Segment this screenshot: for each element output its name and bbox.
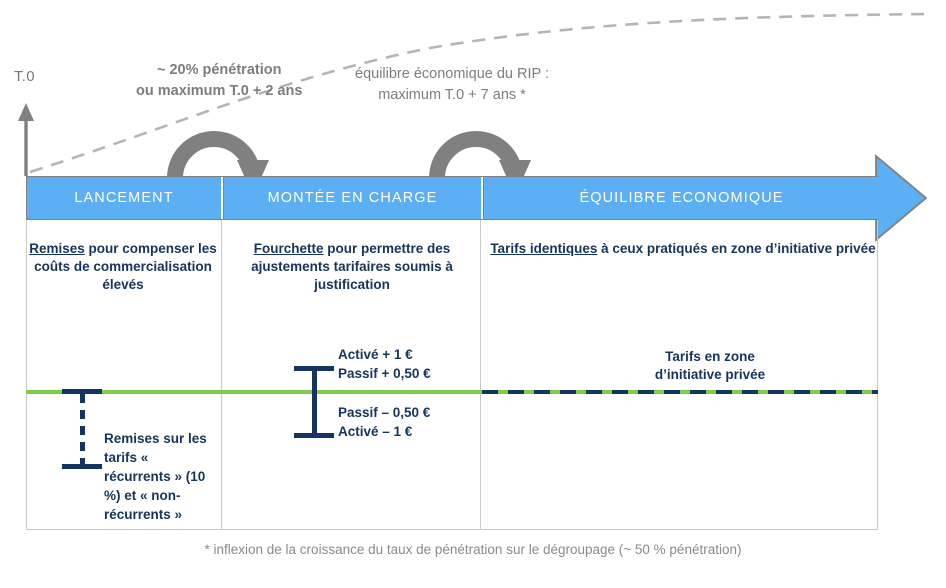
column-text-lancement-keyword: Remises: [29, 241, 85, 256]
column-text-lancement: Remises pour compenser les coûts de comm…: [28, 240, 218, 295]
callout-equilibrium: équilibre économique du RIP : maximum T.…: [355, 64, 549, 106]
phase-label-montee-en-charge: MONTÉE EN CHARGE: [267, 190, 438, 206]
bracket-stem: [311, 392, 317, 433]
callout-penetration-line1: ~ 20% pénétration: [156, 62, 282, 78]
bracket-stem: [79, 394, 85, 464]
phase-segment-montee-en-charge[interactable]: MONTÉE EN CHARGE: [223, 177, 481, 219]
price-above-line1: Activé + 1 €: [338, 347, 413, 362]
callout-equilibrium-line1: équilibre économique du RIP :: [355, 66, 549, 82]
phase-segment-equilibre-economique[interactable]: ÉQUILIBRE ECONOMIQUE: [483, 177, 879, 219]
bracket-cap-bottom: [294, 433, 334, 438]
price-below-line1: Passif – 0,50 €: [338, 405, 431, 420]
bracket-montee-lower: [294, 392, 334, 438]
green-reference-line: [26, 390, 878, 394]
baseline-label-line1: Tarifs en zone: [665, 349, 755, 364]
column-text-montee: Fourchette pour permettre des ajustement…: [230, 240, 474, 295]
price-range-above: Activé + 1 € Passif + 0,50 €: [338, 346, 431, 384]
price-above-line2: Passif + 0,50 €: [338, 365, 431, 381]
axis-origin-label: T.0: [14, 68, 35, 85]
phase-label-lancement: LANCEMENT: [74, 190, 174, 206]
price-below-line2: Activé – 1 €: [338, 423, 413, 439]
bracket-lancement-discount: [62, 389, 102, 469]
bracket-label-lancement: Remises sur les tarifs « récurrents » (1…: [104, 431, 207, 522]
phase-segment-lancement[interactable]: LANCEMENT: [27, 177, 221, 219]
column-text-equilibre: Tarifs identiques à ceux pratiqués en zo…: [489, 240, 877, 258]
baseline-label-equilibre: Tarifs en zone d’initiative privée: [600, 348, 820, 384]
column-text-equilibre-keyword: Tarifs identiques: [490, 241, 598, 256]
up-arrow-icon: [18, 103, 34, 176]
navy-dashed-price-line: [482, 390, 878, 394]
phase-band: LANCEMENT MONTÉE EN CHARGE ÉQUILIBRE ECO…: [26, 176, 879, 220]
callout-equilibrium-line2: maximum T.0 + 7 ans *: [378, 87, 526, 104]
content-frame: [26, 220, 878, 530]
column-text-equilibre-rest: à ceux pratiqués en zone d’initiative pr…: [597, 241, 876, 256]
column-divider-2: [480, 220, 481, 530]
column-divider-1: [221, 220, 222, 530]
phase-label-equilibre-economique: ÉQUILIBRE ECONOMIQUE: [579, 190, 784, 206]
column-text-montee-rest: pour permettre des ajustements tarifaire…: [251, 241, 453, 293]
baseline-label-line2: d’initiative privée: [654, 367, 766, 383]
callout-penetration-line2: ou maximum T.0 + 2 ans: [136, 83, 303, 100]
bracket-stem: [311, 371, 317, 395]
callout-penetration: ~ 20% pénétration ou maximum T.0 + 2 ans: [136, 60, 302, 102]
bracket-cap-bottom: [62, 464, 102, 469]
bracket-cap-top: [62, 389, 102, 394]
bracket-montee-upper: [294, 366, 334, 395]
price-range-below: Passif – 0,50 € Activé – 1 €: [338, 404, 430, 442]
bracket-cap-top: [294, 366, 334, 371]
column-text-montee-keyword: Fourchette: [253, 241, 324, 256]
footnote: * inflexion de la croissance du taux de …: [204, 542, 742, 557]
column-text-lancement-rest: pour compenser les coûts de commercialis…: [34, 241, 217, 293]
